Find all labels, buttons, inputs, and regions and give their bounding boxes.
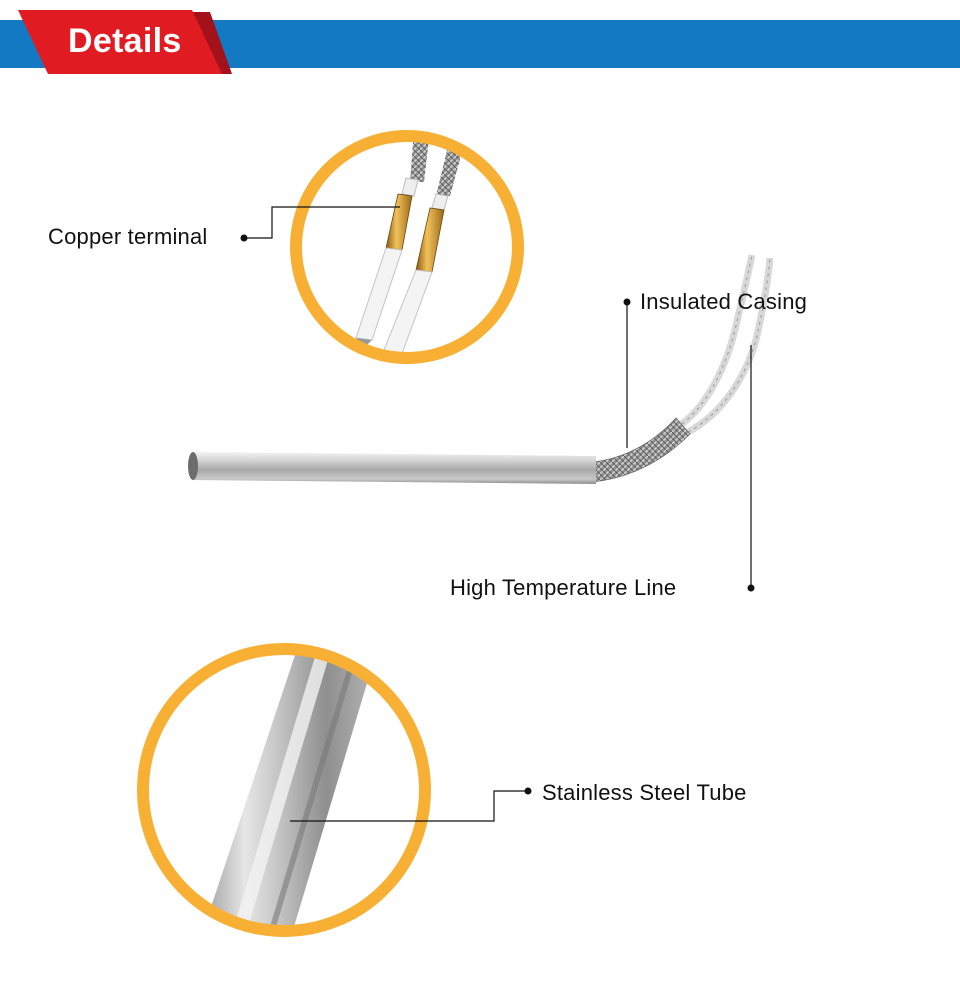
- tube-zoom: [137, 643, 431, 937]
- leader-lines: [245, 206, 752, 822]
- terminal-zoom: [290, 130, 524, 364]
- cartridge-heater: [188, 254, 774, 484]
- copper-terminal-label: Copper terminal: [48, 224, 208, 249]
- high-temperature-line-label: High Temperature Line: [450, 575, 677, 600]
- tab-title: Details: [68, 22, 182, 60]
- details-tab: Details: [0, 0, 260, 90]
- leader-dots: [240, 234, 755, 795]
- stainless-steel-tube-label: Stainless Steel Tube: [542, 780, 747, 805]
- tab-shape: [18, 10, 232, 74]
- insulated-casing-label: Insulated Casing: [640, 289, 808, 314]
